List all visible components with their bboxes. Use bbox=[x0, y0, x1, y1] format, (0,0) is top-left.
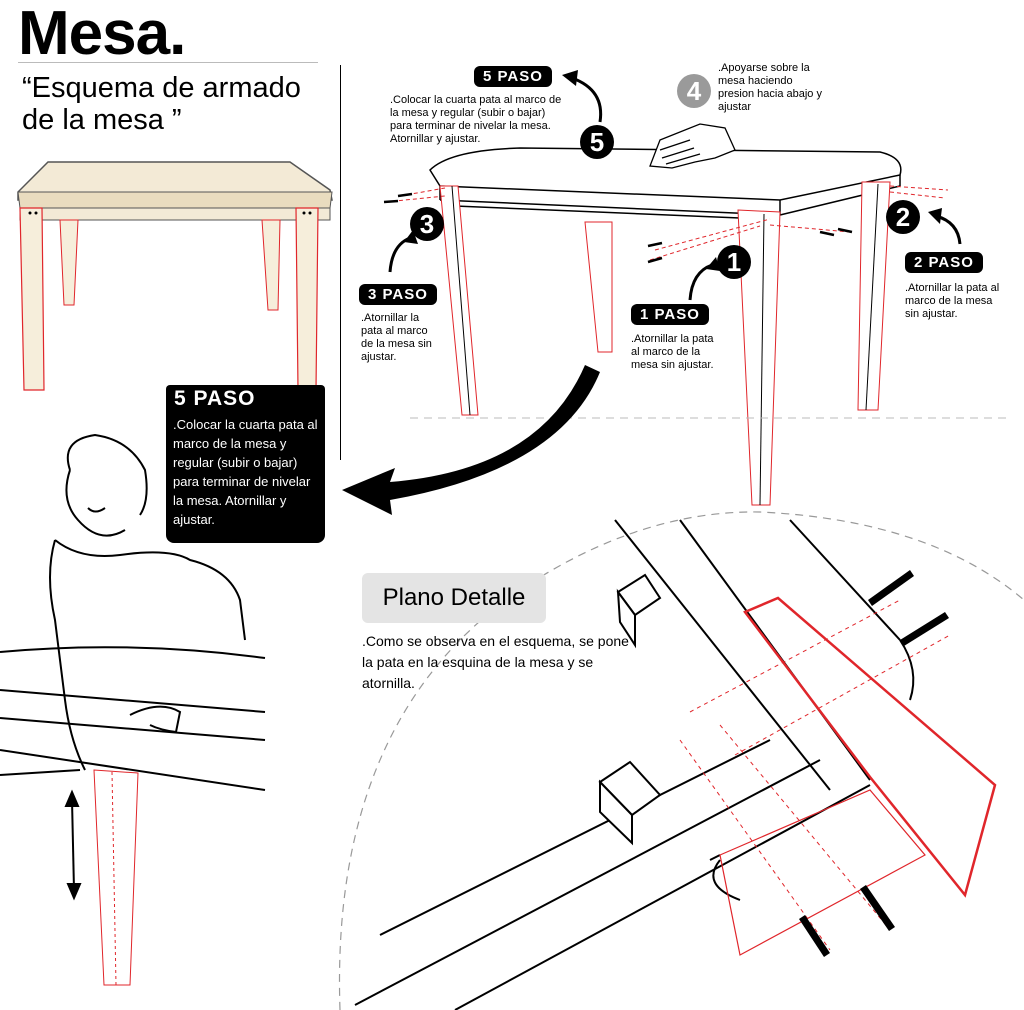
detail-description: .Como se observa en el esquema, se pone … bbox=[362, 631, 632, 694]
step4-number: 4 bbox=[677, 74, 711, 108]
step5-top-label: 5 PASO bbox=[474, 66, 552, 87]
step2-label: 2 PASO bbox=[905, 252, 983, 273]
step5-top-text: .Colocar la cuarta pata al marco de la m… bbox=[390, 94, 562, 146]
step5-callout-text: .Colocar la cuarta pata al marco de la m… bbox=[173, 415, 323, 529]
step1-label: 1 PASO bbox=[631, 304, 709, 325]
step4-text: .Apoyarse sobre la mesa haciendo presion… bbox=[718, 62, 823, 114]
step5-number: 5 bbox=[580, 125, 614, 159]
screw-icons bbox=[799, 570, 949, 957]
step1-number: 1 bbox=[717, 245, 751, 279]
up-down-arrow bbox=[66, 792, 80, 898]
step2-number: 2 bbox=[886, 200, 920, 234]
wooden-table-illustration bbox=[18, 162, 332, 390]
step2-text: .Atornillar la pata al marco de la mesa … bbox=[905, 282, 1000, 321]
step3-label: 3 PASO bbox=[359, 284, 437, 305]
adjusted-leg-illustration bbox=[94, 770, 138, 985]
step3-text: .Atornillar la pata al marco de la mesa … bbox=[361, 312, 437, 364]
step5-callout-label: 5 PASO bbox=[174, 387, 255, 411]
step3-number: 3 bbox=[410, 207, 444, 241]
detail-title: Plano Detalle bbox=[362, 573, 546, 623]
step1-text: .Atornillar la pata al marco de la mesa … bbox=[631, 333, 723, 372]
main-table-drawing bbox=[384, 148, 1010, 505]
step5-callout: 5 PASO .Colocar la cuarta pata al marco … bbox=[166, 385, 325, 543]
